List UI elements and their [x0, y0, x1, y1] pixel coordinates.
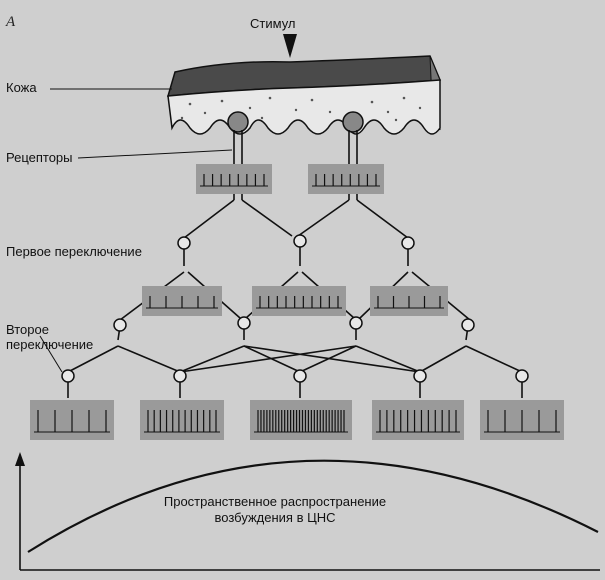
skin-label: Кожа	[6, 80, 37, 95]
stimulus-arrow	[283, 34, 297, 58]
spike-box-first-relay-2	[252, 286, 346, 316]
receptors-leader	[77, 149, 233, 159]
stimulus-label: Стимул	[250, 16, 296, 31]
first-relay-label: Первое переключение	[6, 244, 142, 259]
spike-box-second-relay-4	[372, 400, 464, 440]
spread-caption-line2: возбуждения в ЦНС	[214, 510, 336, 525]
receptor-left	[227, 111, 249, 133]
spike-box-receptor-level-1	[196, 164, 272, 194]
spread-caption: Пространственное распространение возбужд…	[150, 494, 400, 526]
spike-train-boxes	[30, 164, 564, 440]
spike-box-receptor-level-2	[308, 164, 384, 194]
second-relay-label-line2: переключение	[6, 337, 94, 352]
panel-letter: А	[6, 14, 16, 30]
receptors-label: Рецепторы	[6, 150, 73, 165]
spike-box-second-relay-2	[140, 400, 224, 440]
receptor-right	[342, 111, 364, 133]
second-relay-leader	[39, 335, 63, 373]
synapse-knobs	[61, 234, 529, 383]
second-relay-label-line1: Второе	[6, 322, 49, 337]
skin-block	[166, 55, 442, 135]
spike-box-second-relay-3	[250, 400, 352, 440]
spread-caption-line1: Пространственное распространение	[163, 494, 387, 509]
graph-y-arrow	[15, 452, 25, 466]
spread-graph	[15, 452, 600, 571]
spread-curve	[27, 459, 599, 553]
skin-texture	[180, 96, 422, 122]
neuron-wiring	[67, 130, 523, 398]
